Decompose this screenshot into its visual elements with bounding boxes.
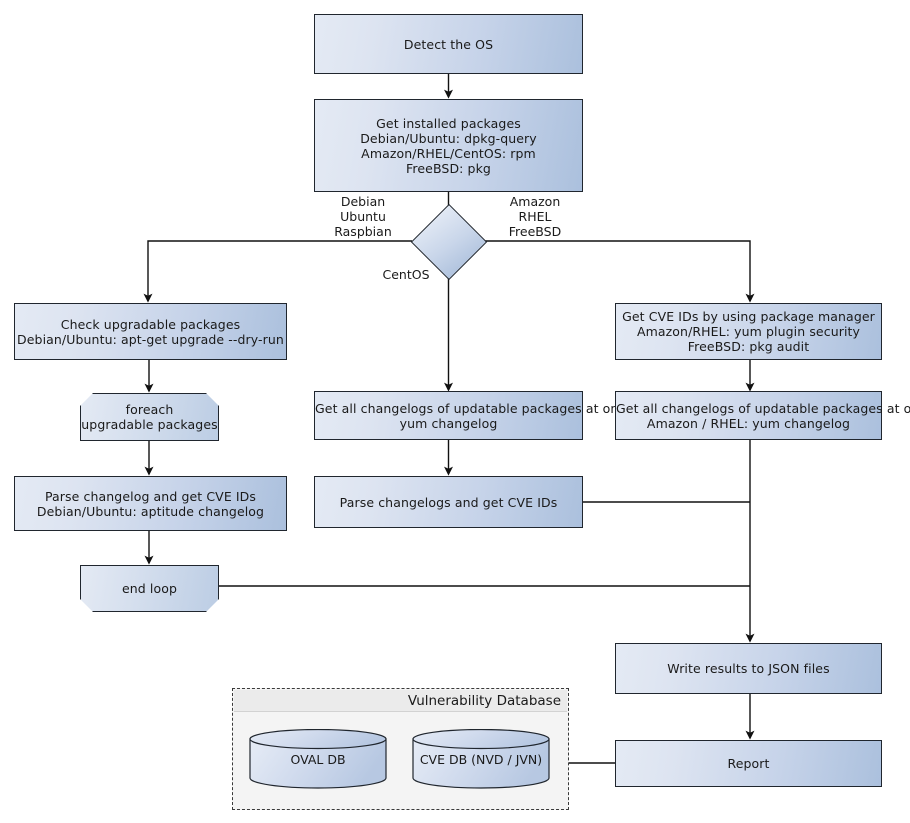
node-get-cve-line3: FreeBSD: pkg audit [687,339,810,354]
node-foreach-line1: foreach [125,402,174,417]
node-foreach-line2: upgradable packages [81,417,218,432]
edge-label-right-branch: Amazon RHEL FreeBSD [508,194,562,239]
node-parse-changelog-debian[interactable]: Parse changelog and get CVE IDs Debian/U… [14,476,287,531]
edge-label-left-branch: Debian Ubuntu Raspbian [334,194,392,239]
cve-db-cylinder[interactable] [412,729,550,789]
node-report-label: Report [727,756,770,771]
node-parse-changelog-deb-line1: Parse changelog and get CVE IDs [44,488,257,504]
node-changelogs-centos-line1: Get all changelogs of updatable packages… [315,400,634,416]
node-get-cve-line2: Amazon/RHEL: yum plugin security [636,324,861,339]
node-end-loop-label: end loop [121,581,178,596]
node-get-installed-packages[interactable]: Get installed packages Debian/Ubuntu: dp… [314,99,583,192]
node-detect-os[interactable]: Detect the OS [314,14,583,74]
node-get-installed-line2: Debian/Ubuntu: dpkg-query [360,130,537,146]
node-write-results-json[interactable]: Write results to JSON files [615,643,882,694]
edge-label-middle-branch: CentOS [382,267,430,282]
node-get-installed-line3: Amazon/RHEL/CentOS: rpm [361,145,536,161]
node-get-cve-package-manager[interactable]: Get CVE IDs by using package manager Ama… [615,303,882,360]
node-changelogs-rhel-line1: Get all changelogs of updatable packages… [616,400,910,416]
node-foreach-upgradable-packages[interactable]: foreach upgradable packages [80,393,219,441]
node-parse-changelogs-centos-label: Parse changelogs and get CVE IDs [339,494,558,510]
node-check-upgradable-line2: Debian/Ubuntu: apt-get upgrade --dry-run [17,331,284,347]
vulnerability-database-title: Vulnerability Database [407,692,561,709]
node-parse-changelogs-centos[interactable]: Parse changelogs and get CVE IDs [314,476,583,528]
node-end-loop[interactable]: end loop [80,565,219,612]
node-write-json-label: Write results to JSON files [667,661,830,676]
node-changelogs-centos-line2: yum changelog [399,415,498,431]
node-check-upgradable-packages[interactable]: Check upgradable packages Debian/Ubuntu:… [14,303,287,360]
oval-db-label: OVAL DB [290,752,346,767]
node-changelogs-rhel-line2: Amazon / RHEL: yum changelog [646,415,851,431]
node-get-cve-line1: Get CVE IDs by using package manager [622,309,875,324]
cve-db-label: CVE DB (NVD / JVN) [419,752,543,767]
oval-db-cylinder[interactable] [249,729,387,789]
node-get-installed-line1: Get installed packages [376,115,521,131]
node-parse-changelog-deb-line2: Debian/Ubuntu: aptitude changelog [36,503,265,519]
node-check-upgradable-line1: Check upgradable packages [60,316,241,332]
edge-decision-right [485,240,755,303]
node-get-changelogs-centos[interactable]: Get all changelogs of updatable packages… [314,391,634,440]
edge-decision-left [143,240,412,303]
node-detect-os-label: Detect the OS [403,36,494,52]
vulnerability-database-title-bar: Vulnerability Database [234,690,567,712]
node-get-changelogs-rhel[interactable]: Get all changelogs of updatable packages… [615,391,910,440]
node-report[interactable]: Report [615,740,882,787]
node-get-installed-line4: FreeBSD: pkg [406,160,491,176]
